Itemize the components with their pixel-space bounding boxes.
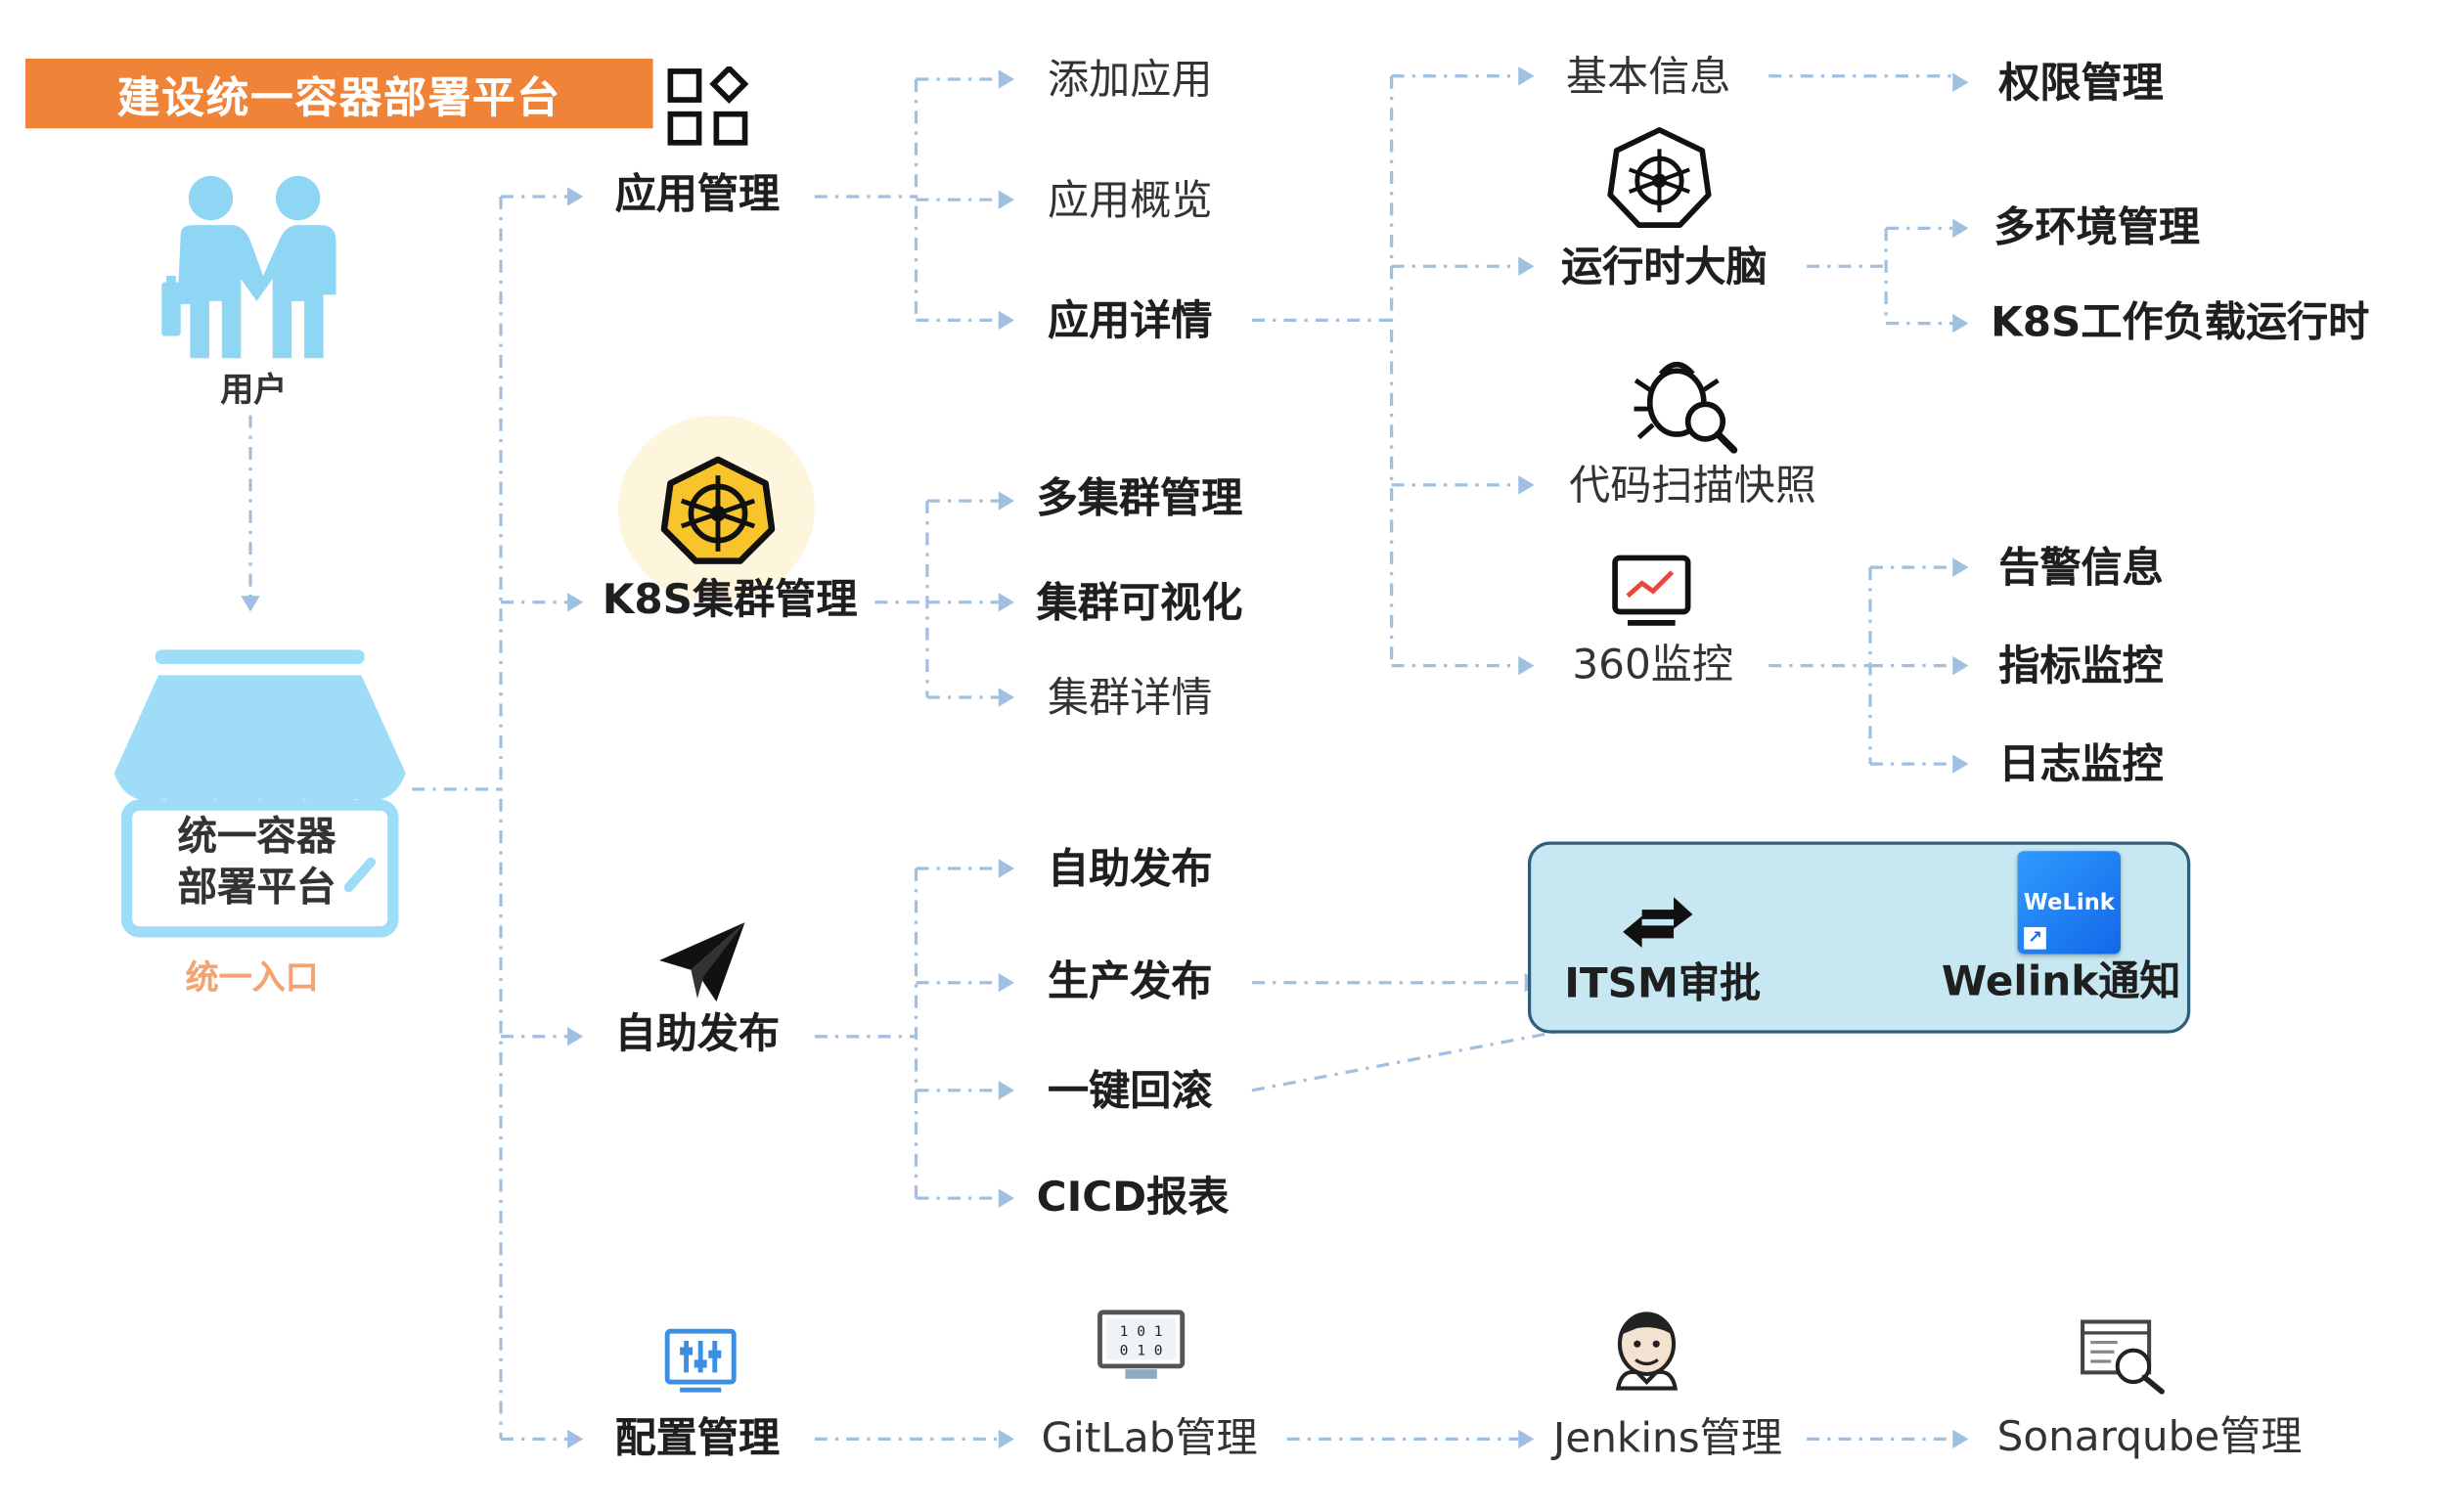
node-self-release[interactable]: 自助发布	[614, 1010, 781, 1059]
platform-label-line2: 部署平台	[177, 864, 336, 911]
node-log-monitor[interactable]: 日志监控	[1998, 741, 2164, 790]
sonarqube-scan-icon	[2081, 1319, 2165, 1395]
apps-grid-icon	[667, 67, 749, 146]
runtime-helm-icon	[1607, 127, 1712, 228]
monitor-chart-icon	[1612, 555, 1691, 626]
node-metric-monitor[interactable]: 指标监控	[1998, 643, 2164, 691]
jenkins-icon	[1615, 1312, 1679, 1391]
node-cicd-report[interactable]: CICD报表	[1036, 1174, 1230, 1223]
node-one-click-rollback[interactable]: 一键回滚	[1048, 1068, 1213, 1116]
config-sliders-icon	[664, 1328, 737, 1393]
user-label: 用户	[220, 371, 288, 410]
node-self-publish[interactable]: 自助发布	[1048, 846, 1213, 894]
node-jenkins-management[interactable]: Jenkins管理	[1552, 1415, 1782, 1463]
node-itsm-approval[interactable]: ITSM审批	[1564, 960, 1762, 1008]
node-runtime-brain[interactable]: 运行时大脑	[1560, 244, 1768, 292]
node-code-scan-snapshot[interactable]: 代码扫描快照	[1569, 463, 1816, 511]
node-welink-notify[interactable]: Welink通知	[1941, 958, 2181, 1007]
node-multi-cluster-management[interactable]: 多集群管理	[1036, 475, 1243, 523]
kubernetes-icon	[660, 456, 776, 564]
users-icon	[161, 175, 336, 359]
node-360-monitor[interactable]: 360监控	[1572, 642, 1734, 689]
welink-logo-text: WeLink	[2023, 889, 2115, 915]
platform-label-line1: 统一容器	[177, 813, 336, 860]
node-app-detail[interactable]: 应用详情	[1048, 297, 1213, 346]
node-basic-info[interactable]: 基本信息	[1565, 54, 1731, 102]
node-multi-env-management[interactable]: 多环境管理	[1993, 204, 2201, 252]
platform-label[interactable]: 统一容器 部署平台	[130, 812, 383, 913]
unified-entry-label: 统一入口	[185, 958, 319, 998]
svg-text:1 0 1: 1 0 1	[1120, 1323, 1163, 1340]
node-cluster-detail[interactable]: 集群详情	[1048, 675, 1213, 723]
gitlab-binary-icon: 1 0 1 0 1 0	[1097, 1310, 1186, 1379]
page-title: 建设统一容器部署平台	[24, 58, 653, 129]
node-k8s-cluster-management[interactable]: K8S集群管理	[602, 576, 858, 625]
node-add-app[interactable]: 添加应用	[1048, 57, 1213, 105]
node-permission-management[interactable]: 权限管理	[1998, 60, 2164, 109]
node-production-publish[interactable]: 生产发布	[1048, 958, 1213, 1007]
welink-logo: WeLink ↗	[2017, 851, 2121, 955]
node-app-management[interactable]: 应用管理	[614, 171, 781, 219]
bug-scan-icon	[1634, 361, 1738, 454]
node-sonarqube-management[interactable]: Sonarqube管理	[1996, 1413, 2303, 1462]
paper-plane-icon	[659, 922, 745, 1002]
node-app-overview[interactable]: 应用概览	[1048, 177, 1213, 226]
exchange-arrows-icon	[1623, 897, 1693, 949]
svg-text:0 1 0: 0 1 0	[1120, 1343, 1163, 1359]
store-icon[interactable]	[108, 646, 415, 938]
node-k8s-workload-runtime[interactable]: K8S工作负载运行时	[1991, 299, 2370, 347]
node-config-management[interactable]: 配置管理	[614, 1415, 781, 1463]
node-gitlab-management[interactable]: GitLab管理	[1041, 1415, 1258, 1463]
shortcut-arrow-icon: ↗	[2024, 926, 2046, 950]
node-alert-info[interactable]: 告警信息	[1998, 545, 2164, 594]
node-cluster-visualization[interactable]: 集群可视化	[1036, 580, 1243, 628]
